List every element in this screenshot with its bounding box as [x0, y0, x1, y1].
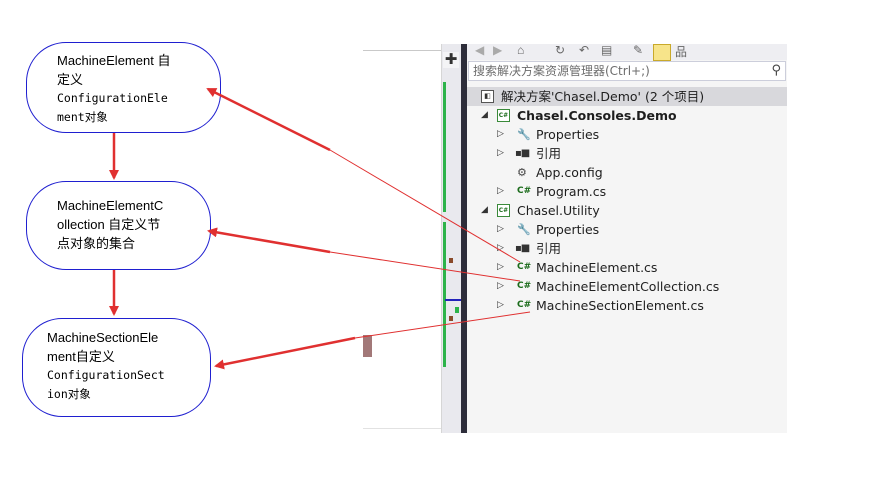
tree-item-references[interactable]: ▷ ▪■ 引用	[497, 241, 562, 256]
collapsed-arrow-icon[interactable]: ▷	[497, 262, 504, 272]
editor-marker	[363, 335, 372, 357]
collapsed-arrow-icon[interactable]: ▷	[497, 186, 504, 196]
collapsed-arrow-icon[interactable]: ▷	[497, 243, 504, 253]
tree-item-folder[interactable]: ▷ 🔧 Properties	[497, 222, 600, 237]
pointer-line-machine-element-collection	[329, 251, 521, 282]
expanded-arrow-icon[interactable]: ◢	[481, 110, 488, 120]
csharp-file-icon: C#	[517, 186, 532, 196]
breakpoint-marker	[449, 258, 453, 263]
solution-icon: ◧	[481, 90, 494, 103]
tree-item-file[interactable]: ▷ C# MachineElement.cs	[497, 260, 658, 275]
editor-top-border	[363, 50, 443, 51]
tree-item-references[interactable]: ▷ ▪■ 引用	[497, 146, 562, 161]
sync-icon[interactable]: ↻	[555, 43, 566, 57]
code-editor-pane[interactable]	[363, 44, 443, 429]
properties-icon[interactable]: ✎	[633, 43, 644, 57]
pointer-line-machine-section-element	[354, 311, 531, 339]
show-all-files-icon[interactable]: ▤	[601, 43, 613, 57]
tree-item-folder[interactable]: ▷ 🔧 Properties	[497, 127, 600, 142]
change-marker	[443, 222, 446, 367]
pointer-arrow-machine-section-element	[214, 336, 356, 370]
solution-explorer-panel	[467, 44, 787, 433]
config-file-icon: ⚙	[517, 166, 527, 179]
csharp-file-icon: C#	[517, 300, 532, 310]
pointer-arrow-machine-element	[206, 87, 331, 152]
csharp-file-icon: C#	[517, 281, 532, 291]
pointer-arrow-machine-element-collection	[207, 227, 331, 254]
solution-explorer-toolbar: ◀ ▶ ⌂ ↻ ↶ ▤ ✎ 品	[467, 43, 787, 61]
home-icon[interactable]: ⌂	[517, 43, 525, 57]
editor-bottom-border	[363, 428, 443, 429]
references-icon: ▪■	[515, 243, 530, 254]
collapsed-arrow-icon[interactable]: ▷	[497, 300, 504, 310]
breakpoint-marker	[449, 316, 453, 321]
pointer-line-machine-element	[329, 149, 521, 263]
references-icon: ▪■	[515, 148, 530, 159]
tree-item-file[interactable]: ▷ C# Program.cs	[497, 184, 607, 199]
editor-scrollbar[interactable]	[441, 44, 462, 433]
annotation-machine-element: MachineElement 自 定义 ConfigurationEle men…	[26, 42, 221, 133]
tree-item-solution[interactable]: ◧ 解决方案'Chasel.Demo' (2 个项目)	[467, 87, 787, 106]
pane-divider[interactable]	[461, 44, 467, 433]
back-icon[interactable]: ◀	[475, 43, 485, 57]
tree-item-project[interactable]: ◢ C# Chasel.Utility	[481, 203, 600, 218]
csharp-project-icon: C#	[497, 109, 510, 122]
split-window-icon[interactable]: ✚	[443, 51, 459, 68]
collapsed-arrow-icon[interactable]: ▷	[497, 129, 504, 139]
tree-item-file[interactable]: ▷ C# MachineElementCollection.cs	[497, 279, 720, 294]
collapsed-arrow-icon[interactable]: ▷	[497, 281, 504, 291]
tree-item-file[interactable]: ⚙ App.config	[517, 165, 603, 180]
undo-icon[interactable]: ↶	[579, 43, 590, 57]
collapsed-arrow-icon[interactable]: ▷	[497, 224, 504, 234]
change-marker	[443, 82, 446, 212]
tree-item-project[interactable]: ◢ C# Chasel.Consoles.Demo	[481, 108, 677, 123]
annotation-machine-section-element: MachineSectionEle ment自定义 ConfigurationS…	[22, 318, 211, 417]
preview-icon[interactable]	[653, 44, 671, 61]
annotation-machine-element-collection: MachineElementC ollection 自定义节 点对象的集合	[26, 181, 211, 270]
search-icon[interactable]: ⚲	[771, 63, 781, 78]
csharp-file-icon: C#	[517, 262, 532, 272]
collapsed-arrow-icon[interactable]: ▷	[497, 148, 504, 158]
tree-item-file[interactable]: ▷ C# MachineSectionElement.cs	[497, 298, 704, 313]
change-marker	[455, 307, 459, 313]
class-view-icon[interactable]: 品	[675, 45, 688, 59]
wrench-icon: 🔧	[517, 128, 531, 141]
caret-position-marker	[445, 299, 462, 301]
csharp-project-icon: C#	[497, 204, 510, 217]
expanded-arrow-icon[interactable]: ◢	[481, 205, 488, 215]
forward-icon[interactable]: ▶	[493, 43, 503, 57]
wrench-icon: 🔧	[517, 223, 531, 236]
search-input[interactable]: 搜索解决方案资源管理器(Ctrl+;) ⚲	[468, 61, 786, 81]
